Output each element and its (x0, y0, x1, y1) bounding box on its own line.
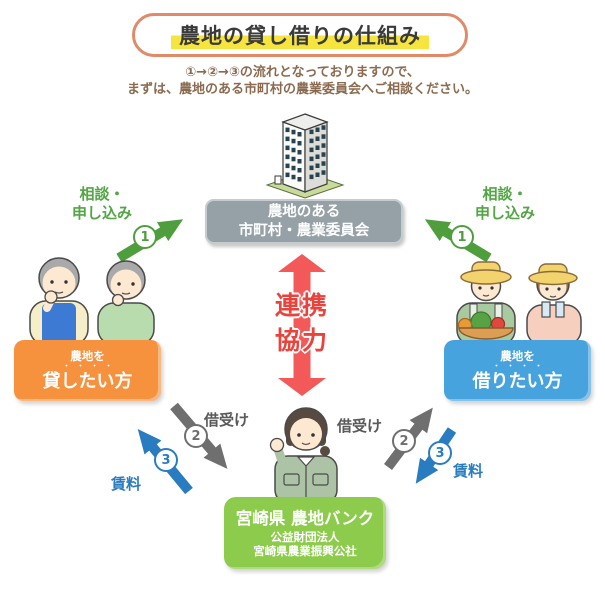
bank-name: 宮崎県 農地バンク (235, 508, 375, 528)
rent-label-left: 賃料 (111, 475, 142, 493)
bank-org-line1: 公益財団法人 (270, 529, 340, 544)
step-2-badge-right: 2 (392, 429, 416, 453)
step-1-badge-right: 1 (450, 225, 474, 249)
step-3-badge-right: 3 (428, 441, 452, 465)
city-office-building-icon (265, 113, 345, 199)
elderly-couple-icon (29, 257, 155, 345)
diagram-subtitle: ①→②→③の流れとなっておりますので、 まずは、農地のある市町村の農業委員会へご… (0, 64, 605, 98)
lease-label-left: 借受け (204, 411, 250, 429)
committee-box: 農地のある 市町村・農業委員会 (205, 199, 403, 244)
lender-box: 農地を ・・・・ 貸したい方 (14, 340, 161, 401)
borrower-box: 農地を ・・・・ 借りたい方 (444, 340, 591, 401)
borrower-box-top: 農地を (500, 348, 535, 363)
subtitle-line2: まずは、農地のある市町村の農業委員会へご相談ください。 (126, 82, 478, 97)
borrower-box-dots: ・・・・ (491, 361, 548, 372)
lender-box-dots: ・・・・ (61, 361, 118, 372)
bank-staff-icon (269, 407, 338, 503)
borrower-box-main: 借りたい方 (472, 370, 563, 392)
subtitle-line1: ①→②→③の流れとなっておりますので、 (185, 65, 420, 80)
committee-line1: 農地のある (267, 203, 341, 220)
bank-box: 宮崎県 農地バンク 公益財団法人 宮崎県農業振興公社 (224, 497, 386, 569)
cooperation-double-arrow-icon (278, 254, 326, 396)
step-1-badge-left: 1 (133, 225, 157, 249)
diagram-title-frame: 農地の貸し借りの仕組み (132, 13, 468, 57)
page-title: 農地の貸し借りの仕組み (171, 20, 429, 50)
lender-box-main: 貸したい方 (42, 370, 133, 392)
lease-label-right: 借受け (337, 417, 383, 435)
step-2-badge-left: 2 (184, 424, 208, 448)
bank-org-line2: 宮崎県農業振興公社 (253, 544, 357, 558)
rent-label-right: 賃料 (453, 462, 484, 480)
cooperation-label: 連携 協力 (274, 291, 329, 355)
step-3-badge-left: 3 (154, 448, 178, 472)
farmer-couple-icon (456, 261, 582, 345)
lender-box-top: 農地を (70, 348, 105, 363)
consult-label-right: 相談・ 申し込み (474, 185, 535, 222)
committee-line2: 市町村・農業委員会 (238, 222, 370, 239)
consult-label-left: 相談・ 申し込み (71, 185, 132, 222)
